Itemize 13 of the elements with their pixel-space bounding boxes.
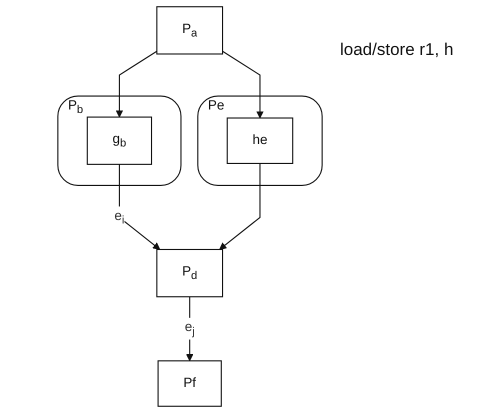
edge-label: e$_{j}$ — [184, 320, 195, 338]
node-box: he — [226, 117, 294, 164]
edge-label: e$_{i}$ — [114, 208, 124, 226]
arrow — [118, 164, 160, 250]
arrow — [219, 163, 261, 250]
arrow — [116, 50, 158, 118]
node-box: Pf — [158, 360, 222, 407]
arrow — [186, 296, 194, 362]
node-box: P$_{a}$ — [156, 6, 224, 55]
note-text: load/store r1, h — [340, 40, 454, 60]
node-box: P$_{d}$ — [156, 248, 224, 298]
arrow — [222, 50, 264, 118]
node-box: g$_{b}$ — [86, 116, 152, 165]
